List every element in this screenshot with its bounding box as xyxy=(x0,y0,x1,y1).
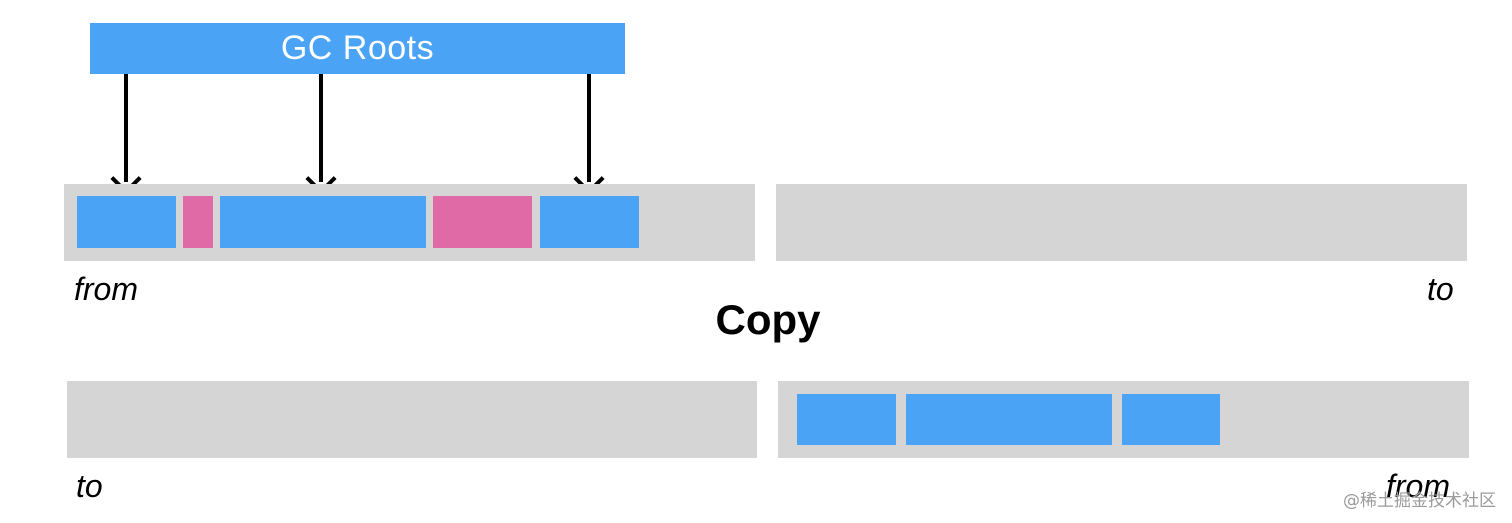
live-object xyxy=(77,196,176,248)
watermark: @稀土掘金技术社区 xyxy=(1343,491,1496,511)
copied-live-object xyxy=(797,394,896,445)
live-object xyxy=(220,196,426,248)
dead-object xyxy=(433,196,532,248)
copy-label: Copy xyxy=(715,296,821,343)
dead-object xyxy=(183,196,213,248)
copied-live-object xyxy=(1122,394,1220,445)
gc-roots-label: GC Roots xyxy=(280,29,435,67)
gc-roots-box: GC Roots xyxy=(90,23,625,74)
bottom-to-label: to xyxy=(76,468,103,504)
copied-live-object xyxy=(906,394,1112,445)
reference-arrow-2 xyxy=(319,74,323,182)
live-object xyxy=(540,196,639,248)
bottom-from-label: from xyxy=(1386,468,1450,504)
reference-arrow-1 xyxy=(124,74,128,182)
top-to-label: to xyxy=(1427,271,1454,307)
reference-arrow-3 xyxy=(587,74,591,182)
top-from-label: from xyxy=(74,271,138,307)
top-to-space xyxy=(776,184,1467,261)
bottom-to-space xyxy=(67,381,757,458)
